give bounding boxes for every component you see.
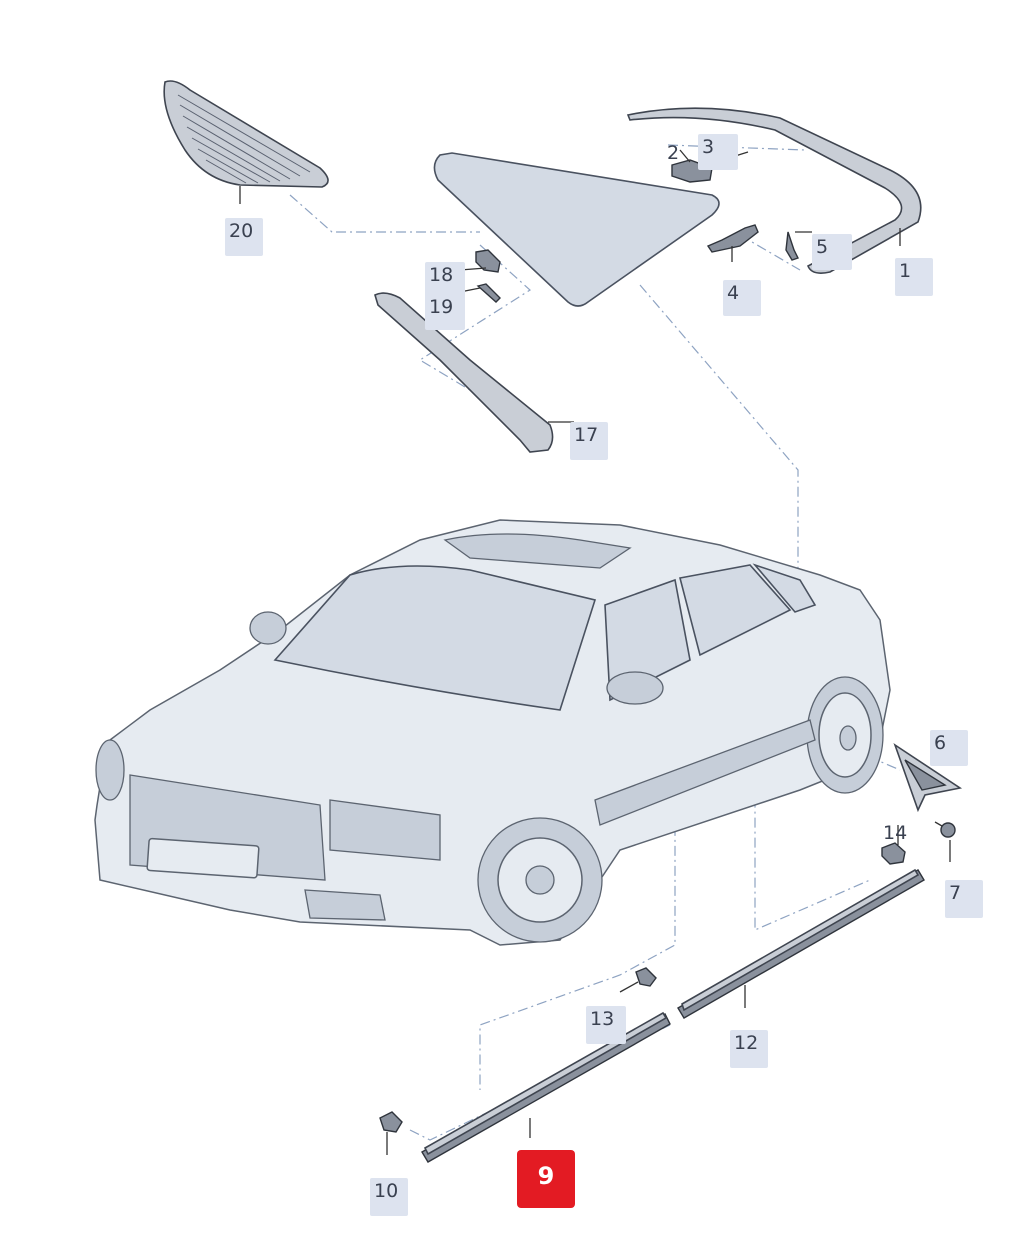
callout-2[interactable]: 2: [667, 142, 680, 164]
part-14-clip: [881, 825, 906, 865]
part-9-front-moulding: [421, 1011, 671, 1163]
callout-9-active[interactable]: 9: [517, 1150, 575, 1208]
part-moulding-clip: [619, 967, 657, 993]
callout-20[interactable]: 20: [225, 218, 263, 256]
part-7-screw: [934, 821, 956, 862]
part-5-rivet: [785, 231, 812, 261]
callout-12[interactable]: 12: [730, 1030, 768, 1068]
part-10-clip: [379, 1111, 403, 1155]
car-illustration: [94, 519, 891, 946]
part-12-rear-moulding: [677, 868, 925, 1019]
quarter-window-glass: [433, 152, 720, 307]
callout-17[interactable]: 17: [570, 422, 608, 460]
callout-5[interactable]: 5: [812, 234, 852, 270]
callout-4[interactable]: 4: [723, 280, 761, 316]
callout-18[interactable]: 18: [425, 262, 465, 298]
callout-10[interactable]: 10: [370, 1178, 408, 1216]
callout-13[interactable]: 13: [586, 1006, 626, 1044]
part-18-clip: [459, 249, 501, 273]
part-20-quarter-trim: [163, 80, 329, 204]
part-1-frame-seal: [626, 107, 922, 274]
part-4-bracket: [706, 224, 759, 262]
part-17-pillar-trim: [374, 292, 574, 453]
callout-1[interactable]: 1: [895, 258, 933, 296]
callout-19[interactable]: 19: [425, 294, 465, 330]
callout-7[interactable]: 7: [945, 880, 983, 918]
part-19-screw: [459, 283, 501, 303]
callout-3[interactable]: 3: [698, 134, 738, 170]
callout-6[interactable]: 6: [930, 730, 968, 766]
part-6-triangle-cover: [893, 743, 963, 813]
callout-14[interactable]: 14: [883, 822, 908, 844]
